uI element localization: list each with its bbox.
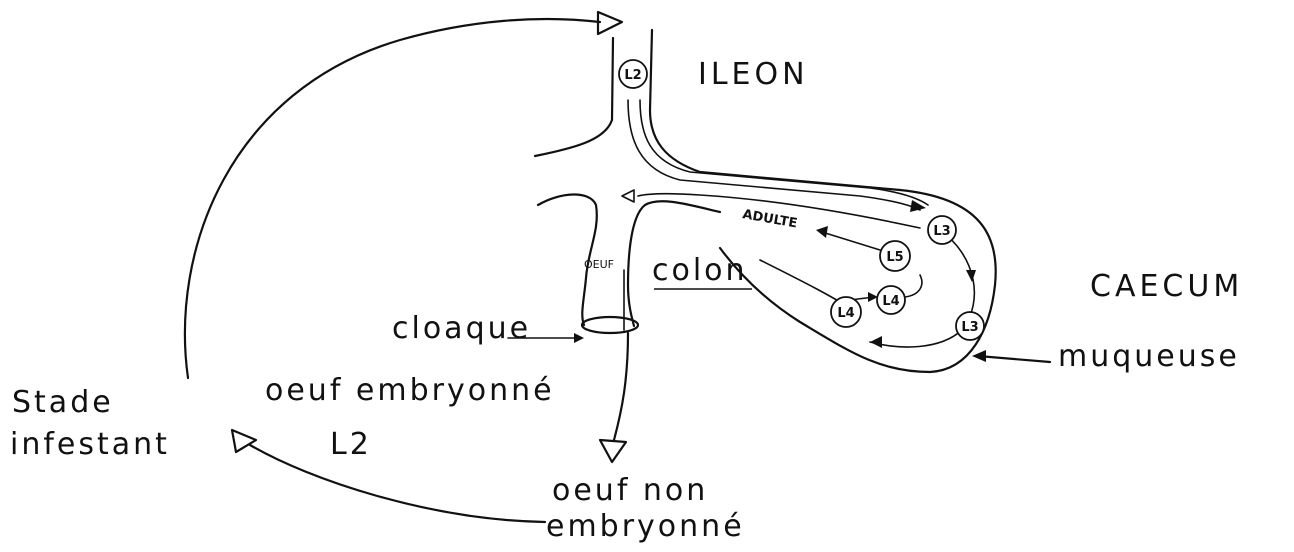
ileon-wall-left xyxy=(535,38,613,156)
cloaque-pointer-head xyxy=(574,333,584,343)
outlet-arrow-line xyxy=(614,333,628,440)
infestant-arrowhead xyxy=(232,430,256,452)
node-caecum-l4-left: L4 xyxy=(831,297,861,327)
l5-to-adulte-arrow xyxy=(822,232,880,250)
node-ileon-l2: L2 xyxy=(619,60,647,88)
label-oeuf-small: OEUF xyxy=(584,258,614,271)
label-stade: Stade xyxy=(12,385,114,420)
caecum-bottom-arrowhead xyxy=(870,336,882,348)
label-embryonne-lower: embryonné xyxy=(546,509,745,544)
return-arc xyxy=(250,445,545,522)
label-infestant: infestant xyxy=(10,427,170,462)
node-caecum-l4-left-label: L4 xyxy=(837,306,854,321)
node-caecum-l3-top: L3 xyxy=(928,216,956,244)
node-caecum-l5-label: L5 xyxy=(886,250,903,265)
label-adulte: ADULTE xyxy=(741,207,798,231)
node-caecum-l5: L5 xyxy=(880,241,910,271)
node-caecum-l4-right-label: L4 xyxy=(882,294,899,309)
node-caecum-l3-bottom-label: L3 xyxy=(961,320,978,335)
label-oeuf-embryonne: oeuf embryonné xyxy=(265,373,555,408)
colon-flow-arrowhead xyxy=(622,190,634,202)
muqueuse-arrowhead xyxy=(972,350,986,362)
label-colon: colon xyxy=(652,253,748,288)
label-ileon: ILEON xyxy=(698,57,809,92)
caecum-down-arrowhead xyxy=(966,270,976,282)
ileon-entry-arrowhead xyxy=(598,12,622,34)
label-l2-free: L2 xyxy=(330,427,372,462)
node-caecum-l4-right: L4 xyxy=(877,286,905,314)
label-muqueuse: muqueuse xyxy=(1058,339,1240,374)
muqueuse-arrow-line xyxy=(978,356,1050,362)
cloaque-opening xyxy=(582,317,638,333)
l4-loop xyxy=(905,275,922,297)
label-cloaque: cloaque xyxy=(392,311,531,346)
node-caecum-l3-bottom: L3 xyxy=(956,312,984,340)
label-caecum: CAECUM xyxy=(1090,269,1243,304)
outlet-arrowhead xyxy=(600,440,626,462)
adulte-arrowhead xyxy=(816,226,828,238)
label-oeuf-non: oeuf non xyxy=(552,473,708,508)
node-ileon-l2-label: L2 xyxy=(624,68,641,83)
node-caecum-l3-top-label: L3 xyxy=(933,224,950,239)
